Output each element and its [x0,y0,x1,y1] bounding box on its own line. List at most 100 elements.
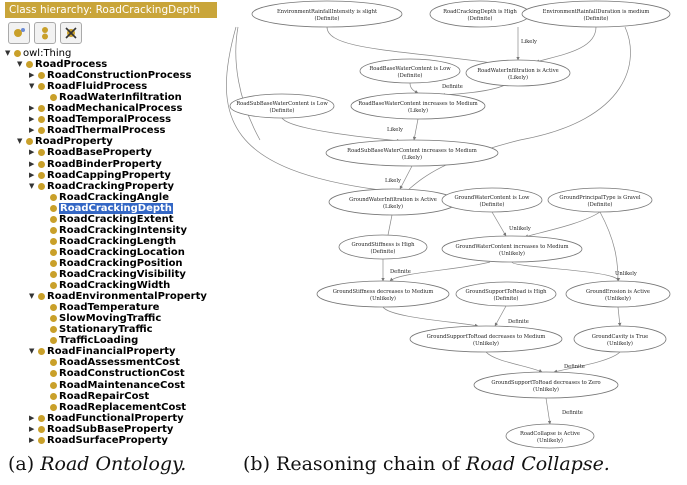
node-title: RoadCollapse is Active [520,431,580,437]
hierarchy-toolbar [5,18,217,48]
chain-node: GroundWaterContent increases to Medium(U… [441,235,583,263]
node-title: RoadCrackingDepth is High [443,9,517,15]
expand-arrow-icon[interactable]: ▶ [29,71,35,80]
add-sibling-icon[interactable] [34,22,56,44]
edge-label: Definite [508,319,529,325]
node-certainty: (Definite) [494,295,519,302]
node-title: RoadWaterInfiltration is Active [477,68,558,74]
tree-item-label: RoadBaseProperty [47,147,152,159]
node-certainty: (Unlikely) [370,295,396,302]
collapse-arrow-icon[interactable]: ▼ [5,49,11,57]
delete-class-icon[interactable] [60,22,82,44]
reasoning-chain-diagram: EnvironmentRainfallIntensity is slight (D… [220,0,687,460]
collapse-arrow-icon[interactable]: ▼ [29,292,35,301]
tree-item-label: RoadAssessmentCost [59,357,180,369]
tree-item-label: RoadBinderProperty [47,158,162,170]
add-subclass-icon[interactable] [8,22,30,44]
expand-arrow-icon[interactable]: ▶ [29,435,35,444]
node-certainty: (Definite) [584,15,609,22]
edge-n11-n16 [599,211,620,282]
chain-node: GroundWaterContent is Low(Definite) [441,187,543,213]
node-shape-green [521,0,671,28]
tree-item-label: RoadMaintenanceCost [59,379,185,391]
node-title: EnvironmentRainfallDuration is medium [543,9,650,15]
reasoning-chain-svg: EnvironmentRainfallIntensity is slight (D… [226,0,671,449]
edge-n19-n20 [545,397,552,425]
node-title: GroundStiffness is High [352,242,416,248]
node-certainty: (Unlikely) [473,340,499,347]
edge-n8-n9 [399,165,413,190]
node-title: GroundPrincipalType is Gravel [559,195,640,201]
node-shape-orange [338,234,428,260]
expand-arrow-icon[interactable]: ▶ [29,148,35,157]
collapse-arrow-icon[interactable]: ▼ [17,60,23,69]
node-title: GroundSupportToRoad decreases to Zero [491,380,600,386]
expand-arrow-icon[interactable]: ▶ [29,170,35,179]
class-icon [50,392,57,400]
tree-item-label: RoadProcess [35,59,108,71]
collapse-arrow-icon[interactable]: ▼ [29,82,35,91]
edge-label: Definite [390,269,411,275]
class-icon [38,160,45,168]
node-shape-red [505,423,595,449]
class-icon [38,171,45,179]
class-icon [38,348,45,356]
tree-item-label: RoadMechanicalProcess [47,103,183,115]
class-icon [50,94,57,102]
tree-item-label: RoadTemporalProcess [47,114,172,126]
edge-label: Unlikely [509,226,531,232]
collapse-arrow-icon[interactable]: ▼ [29,181,35,190]
node-certainty: (Definite) [588,201,613,208]
node-certainty: (Unlikely) [533,386,559,393]
node-certainty: (Likely) [383,203,403,210]
node-shape-white [565,280,671,308]
edge-label: Likely [387,127,403,133]
class-icon [26,138,33,146]
tree-item-label: RoadCrackingIntensity [59,224,187,236]
expand-arrow-icon[interactable]: ▶ [29,424,35,433]
chain-node: GroundCavity is True(Unlikely) [573,325,667,353]
node-certainty: (Likely) [408,107,428,114]
expand-arrow-icon[interactable]: ▶ [29,413,35,422]
edge-n11-n13 [524,211,601,238]
tree-item-label: RoadCappingProperty [47,169,171,181]
tree-item-label: RoadReplacementCost [59,401,187,413]
tree-item-label: RoadCrackingAngle [59,191,170,203]
chain-node: RoadSubBaseWaterContent increases to Med… [325,139,499,167]
class-icon [50,193,57,201]
expand-arrow-icon[interactable]: ▶ [29,115,35,124]
chain-node: RoadWaterInfiltration is Active(Likely) [465,59,571,87]
node-title: GroundErosion is Active [586,289,650,295]
tree-item-label: SlowMovingTraffic [59,313,162,325]
edge-n3-n5 [535,26,597,63]
edge-label: Likely [521,39,537,45]
node-title: RoadBaseWaterContent increases to Medium [358,101,477,107]
edge-label: Likely [385,178,401,184]
node-title: RoadBaseWaterContent is Low [369,66,451,72]
chain-node: GroundStiffness decreases to Medium(Unli… [316,280,450,308]
tree-item-label: RoadSubBaseProperty [47,423,174,435]
node-title: RoadSubBaseWaterContent is Low [236,101,328,107]
node-title: RoadSubBaseWaterContent increases to Med… [347,148,477,154]
node-title: GroundWaterContent increases to Medium [455,244,568,250]
class-icon [38,72,45,80]
node-certainty: (Likely) [508,74,528,81]
node-shape-white [441,235,583,263]
node-shape-white [316,280,450,308]
tree-item-label: RoadCrackingDepth [59,202,173,214]
expand-arrow-icon[interactable]: ▶ [29,126,35,135]
edge-n13-n16 [511,261,621,282]
collapse-arrow-icon[interactable]: ▼ [17,137,23,146]
diagram-nodes: EnvironmentRainfallIntensity is slight (D… [229,0,671,449]
collapse-arrow-icon[interactable]: ▼ [29,347,35,356]
expand-arrow-icon[interactable]: ▶ [29,104,35,113]
node-title: EnvironmentRainfallIntensity is slight [277,9,378,15]
diagram-edge-labels: LikelyDefiniteLikelyLikelyUnlikelyDefini… [385,39,637,416]
edge-n6-n8 [281,117,401,143]
expand-arrow-icon[interactable]: ▶ [29,159,35,168]
tree-item-label: RoadSurfaceProperty [47,434,168,446]
edge-label: Definite [442,84,463,90]
caption-a: (a) Road Ontology. [8,453,186,475]
tree-item-label: RoadThermalProcess [47,125,166,137]
node-certainty: (Definite) [398,72,423,79]
